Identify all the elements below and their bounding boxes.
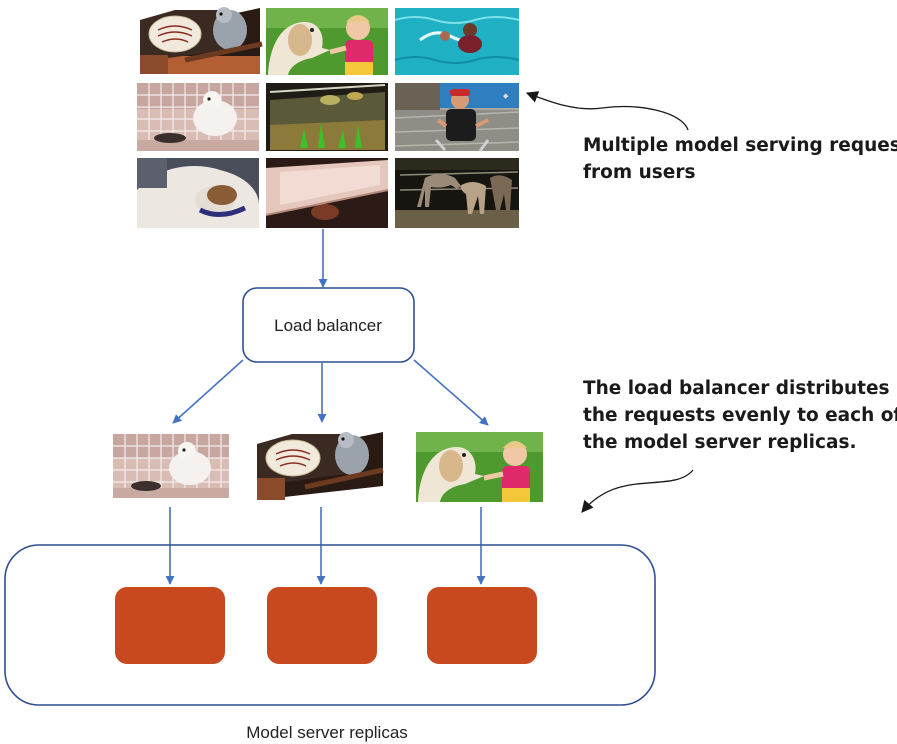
thumbnail-dark-tank bbox=[265, 158, 389, 228]
annotation-balancer-line-2: the requests evenly to each of bbox=[583, 405, 897, 426]
thumbnail-man-pool: ◆ bbox=[394, 83, 520, 152]
model-server-replica-3 bbox=[427, 587, 537, 664]
annotation-requests-line-2: from users bbox=[583, 162, 695, 183]
arrow-balancer-to-request-3 bbox=[413, 359, 489, 426]
routed-request-dog-child bbox=[416, 432, 543, 502]
annotation-balancer-line-3: the model server replicas. bbox=[583, 432, 857, 453]
arrow-balancer-to-request-1 bbox=[172, 359, 244, 424]
annotation-balancer: The load balancer distributes the reques… bbox=[581, 378, 897, 513]
model-server-replica-1 bbox=[115, 587, 225, 664]
load-balancer-box: Load balancer bbox=[242, 287, 415, 363]
thumbnail-pool-swimmer bbox=[394, 8, 520, 75]
annotation-requests: Multiple model serving requests from use… bbox=[525, 91, 897, 183]
annotation-requests-line-1: Multiple model serving requests bbox=[583, 135, 897, 156]
annotation-requests-arrow bbox=[525, 91, 689, 131]
replicas-container bbox=[4, 544, 656, 706]
replicas-caption: Model server replicas bbox=[246, 723, 408, 742]
annotation-balancer-line-1: The load balancer distributes bbox=[583, 378, 890, 399]
model-server-replica-2 bbox=[267, 587, 377, 664]
request-grid: ◆ bbox=[137, 7, 520, 228]
thumbnail-aquarium bbox=[266, 83, 388, 151]
thumbnail-dog-lying bbox=[137, 158, 259, 228]
load-balancer-label: Load balancer bbox=[274, 316, 382, 335]
thumbnail-white-dog-cage bbox=[137, 83, 259, 151]
routed-request-white-dog bbox=[113, 434, 229, 498]
thumbnail-horses bbox=[395, 158, 519, 228]
annotation-balancer-arrow bbox=[581, 469, 694, 513]
thumbnail-dog-child bbox=[266, 8, 388, 75]
thumbnail-parrot bbox=[140, 7, 263, 74]
routed-request-parrot bbox=[257, 432, 384, 500]
svg-text:◆: ◆ bbox=[503, 93, 509, 100]
